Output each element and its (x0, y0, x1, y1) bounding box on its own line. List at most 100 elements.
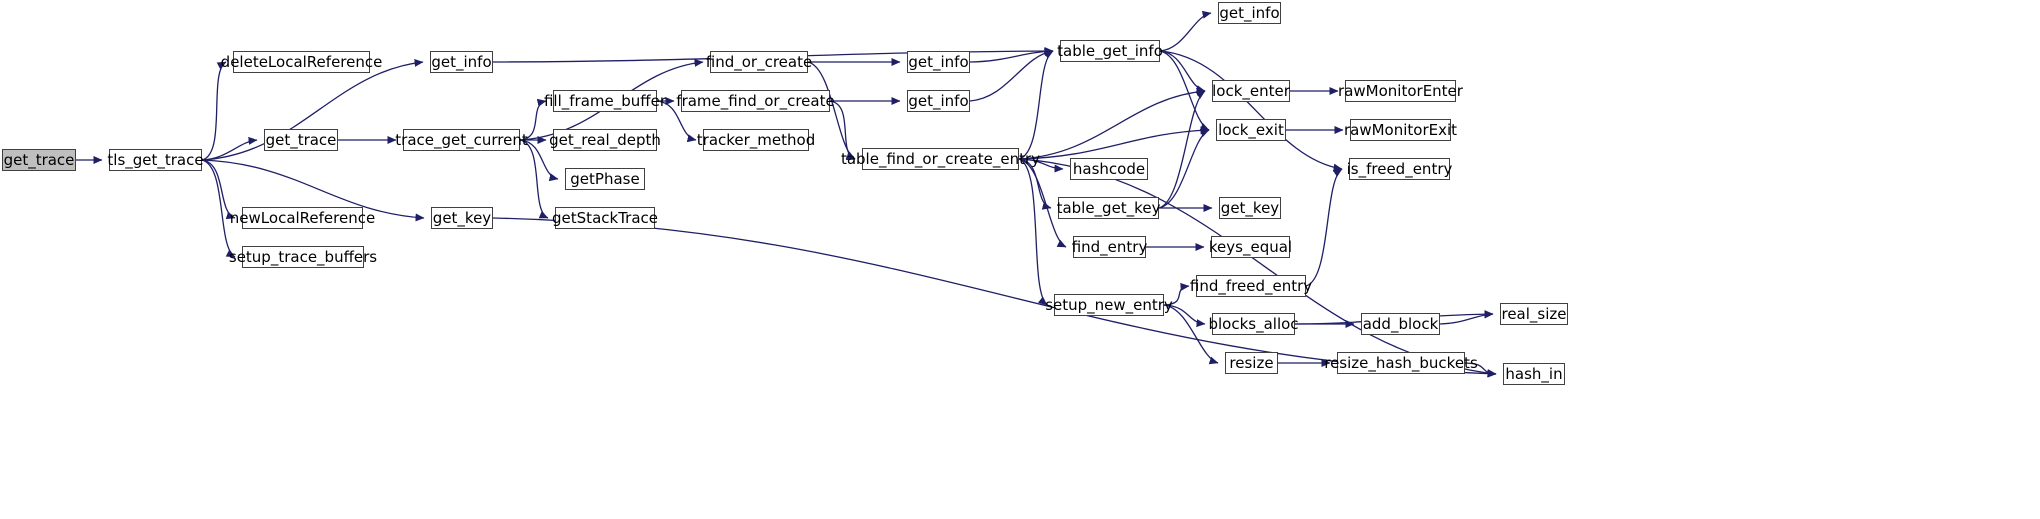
graph-node-find_entry[interactable]: find_entry (1071, 236, 1148, 258)
graph-edge (519, 98, 547, 141)
graph-node-table_get_info[interactable]: table_get_info (1057, 40, 1163, 62)
graph-node-setup_trace_buffers[interactable]: setup_trace_buffers (229, 246, 377, 268)
graph-edge (519, 139, 559, 182)
graph-node-lock_exit[interactable]: lock_exit (1216, 119, 1286, 141)
graph-node-label: table_get_key (1056, 198, 1161, 217)
graph-node-get_info_3[interactable]: get_info (907, 90, 970, 112)
graph-node-label: resize (1229, 353, 1274, 372)
graph-node-label: tracker_method (696, 130, 816, 149)
graph-node-label: get_info (431, 52, 492, 71)
graph-node-label: setup_trace_buffers (228, 247, 378, 266)
graph-node-label: table_get_info (1057, 41, 1163, 60)
graph-edge (201, 159, 425, 222)
graph-edge (1159, 10, 1212, 52)
graph-node-hash_in[interactable]: hash_in (1503, 363, 1565, 385)
graph-node-rawMonitorExit[interactable]: rawMonitorExit (1344, 119, 1457, 141)
graph-node-setup_new_entry[interactable]: setup_new_entry (1045, 294, 1173, 316)
graph-node-resize[interactable]: resize (1225, 352, 1278, 374)
graph-node-get_info_4[interactable]: get_info (1218, 2, 1281, 24)
graph-edge (1159, 50, 1343, 172)
graph-edge (1439, 310, 1494, 325)
graph-node-blocks_alloc[interactable]: blocks_alloc (1208, 313, 1299, 335)
graph-node-frame_find_or_create[interactable]: frame_find_or_create (676, 90, 835, 112)
graph-node-get_key_2[interactable]: get_key (1219, 197, 1281, 219)
graph-node-hashcode[interactable]: hashcode (1070, 158, 1148, 180)
graph-node-trace_get_current[interactable]: trace_get_current (395, 129, 528, 151)
graph-node-label: get_key (432, 208, 492, 227)
graph-edge (1018, 158, 1052, 210)
graph-edge (1305, 168, 1343, 287)
graph-node-tracker_method[interactable]: tracker_method (697, 129, 815, 151)
graph-node-label: get_trace (3, 150, 75, 169)
graph-edge (201, 159, 236, 220)
graph-node-label: blocks_alloc (1208, 314, 1299, 333)
graph-edge (1018, 158, 1048, 306)
graph-edge (492, 217, 1497, 378)
graph-node-label: get_info (908, 52, 969, 71)
graph-edge (1163, 304, 1219, 365)
graph-node-real_size[interactable]: real_size (1500, 303, 1568, 325)
graph-node-label: is_freed_entry (1346, 159, 1453, 178)
graph-node-get_info_2[interactable]: get_info (907, 51, 970, 73)
graph-node-find_freed_entry[interactable]: find_freed_entry (1190, 275, 1312, 297)
graph-edge (201, 159, 236, 258)
graph-node-tls_get_trace[interactable]: tls_get_trace (107, 149, 204, 171)
graph-node-label: trace_get_current (395, 130, 528, 149)
graph-node-find_or_create[interactable]: find_or_create (706, 51, 812, 73)
graph-node-label: setup_new_entry (1045, 295, 1173, 314)
graph-node-label: getStackTrace (552, 208, 658, 227)
graph-node-label: add_block (1362, 314, 1439, 333)
graph-node-table_get_key[interactable]: table_get_key (1056, 197, 1161, 219)
graph-node-label: find_entry (1071, 237, 1148, 256)
graph-node-get_key_1[interactable]: get_key (431, 207, 493, 229)
graph-node-keys_equal[interactable]: keys_equal (1208, 236, 1293, 258)
graph-edge (1159, 50, 1210, 131)
graph-edge (1163, 304, 1206, 328)
graph-node-label: hash_in (1505, 364, 1563, 383)
graph-node-get_trace_2[interactable]: get_trace (264, 129, 338, 151)
graph-node-get_info_1[interactable]: get_info (430, 51, 493, 73)
graph-edge (1163, 282, 1190, 306)
graph-edge (1159, 50, 1206, 94)
graph-node-get_trace_root[interactable]: get_trace (2, 149, 76, 171)
graph-edge (1018, 87, 1206, 160)
graph-node-label: lock_enter (1212, 81, 1290, 100)
graph-node-label: table_find_or_create_entry (840, 149, 1041, 168)
graph-edge (201, 58, 424, 161)
graph-node-resize_hash_buckets[interactable]: resize_hash_buckets (1324, 352, 1478, 374)
graph-node-table_find_or_create_entry[interactable]: table_find_or_create_entry (841, 148, 1040, 170)
graph-node-label: hashcode (1072, 159, 1146, 178)
graph-edge (1158, 90, 1206, 209)
graph-edge (201, 136, 258, 161)
graph-node-getPhase[interactable]: getPhase (565, 168, 645, 190)
graph-node-newLocalReference[interactable]: newLocalReference (230, 207, 375, 229)
graph-node-label: rawMonitorExit (1343, 120, 1458, 139)
graph-edge (1018, 158, 1067, 248)
graph-edge (656, 100, 697, 143)
graph-node-label: frame_find_or_create (676, 91, 835, 110)
graph-node-add_block[interactable]: add_block (1361, 313, 1440, 335)
graph-node-getStackTrace[interactable]: getStackTrace (552, 207, 658, 229)
graph-node-is_freed_entry[interactable]: is_freed_entry (1346, 158, 1453, 180)
graph-node-deleteLocalReference[interactable]: deleteLocalReference (221, 51, 382, 73)
graph-node-fill_frame_buffer[interactable]: fill_frame_buffer (544, 90, 666, 112)
graph-node-label: lock_exit (1218, 120, 1284, 139)
graph-node-label: find_or_create (705, 52, 813, 71)
graph-node-get_real_depth[interactable]: get_real_depth (549, 129, 661, 151)
graph-node-label: rawMonitorEnter (1338, 81, 1463, 100)
graph-node-label: resize_hash_buckets (1324, 353, 1478, 372)
graph-edge (1018, 50, 1054, 160)
graph-edge (829, 100, 856, 161)
graph-edge (1018, 126, 1210, 160)
graph-node-label: fill_frame_buffer (543, 91, 667, 110)
graph-node-lock_enter[interactable]: lock_enter (1212, 80, 1290, 102)
graph-node-label: get_real_depth (549, 130, 661, 149)
graph-node-label: getPhase (570, 169, 640, 188)
graph-node-label: keys_equal (1208, 237, 1293, 256)
graph-node-rawMonitorEnter[interactable]: rawMonitorEnter (1338, 80, 1463, 102)
graph-edge (1018, 158, 1497, 378)
graph-edge (1158, 129, 1210, 209)
graph-node-label: get_info (1219, 3, 1280, 22)
graph-node-label: newLocalReference (229, 208, 376, 227)
